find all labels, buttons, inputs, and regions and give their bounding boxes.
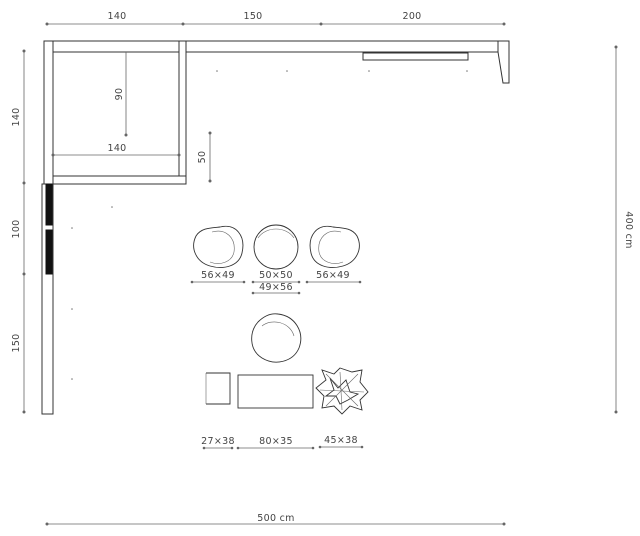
- chair-center-size-secondary: 49×56: [259, 282, 293, 293]
- bottom-dimension-line: 500 cm: [45, 513, 506, 526]
- chair-right-icon: 56×49: [305, 225, 362, 284]
- top-dimension-line: 140 150 200: [45, 11, 506, 26]
- right-dimension-line: 400 cm: [614, 45, 634, 414]
- side-table-size: 27×38: [201, 436, 235, 447]
- left-dim-2: 100: [11, 219, 22, 238]
- alcove-dimensions: 90 140 50: [51, 52, 212, 183]
- plant-size: 45×38: [324, 435, 358, 446]
- left-wall-dark-2: [45, 229, 53, 275]
- step-height: 50: [197, 151, 208, 164]
- left-wall-dark-1: [45, 183, 53, 226]
- top-dim-1: 140: [107, 11, 126, 22]
- top-wall: [182, 40, 510, 53]
- top-dim-2: 150: [243, 11, 262, 22]
- window-frame: [362, 52, 469, 61]
- left-dim-1: 140: [11, 107, 22, 126]
- chair-right-size: 56×49: [316, 270, 350, 281]
- bench-icon: 80×35: [236, 374, 315, 450]
- left-dim-3: 150: [11, 333, 22, 352]
- bottom-total: 500 cm: [257, 513, 294, 524]
- chair-center-size: 50×50: [259, 270, 293, 281]
- bench-size: 80×35: [259, 436, 293, 447]
- top-dim-3: 200: [402, 11, 421, 22]
- alcove-depth: 90: [114, 88, 125, 101]
- right-total: 400 cm: [623, 211, 634, 248]
- top-wall-end: [497, 40, 510, 84]
- alcove-top-wall: [43, 40, 187, 53]
- chair-lower-icon: [251, 313, 302, 363]
- walls: [41, 40, 510, 415]
- left-dimension-line: 140 100 150: [11, 49, 26, 414]
- side-table-icon: 27×38: [201, 372, 235, 450]
- plant-icon: 45×38: [315, 367, 369, 449]
- alcove-bottom-wall: [43, 175, 187, 185]
- chair-left-icon: 56×49: [190, 225, 246, 284]
- alcove-width: 140: [107, 143, 126, 154]
- left-wall-upper: [43, 40, 54, 185]
- alcove-right-wall: [178, 40, 187, 185]
- chair-center-icon: 50×50 49×56: [251, 224, 301, 295]
- chair-left-size: 56×49: [201, 270, 235, 281]
- reference-dots: [71, 70, 468, 380]
